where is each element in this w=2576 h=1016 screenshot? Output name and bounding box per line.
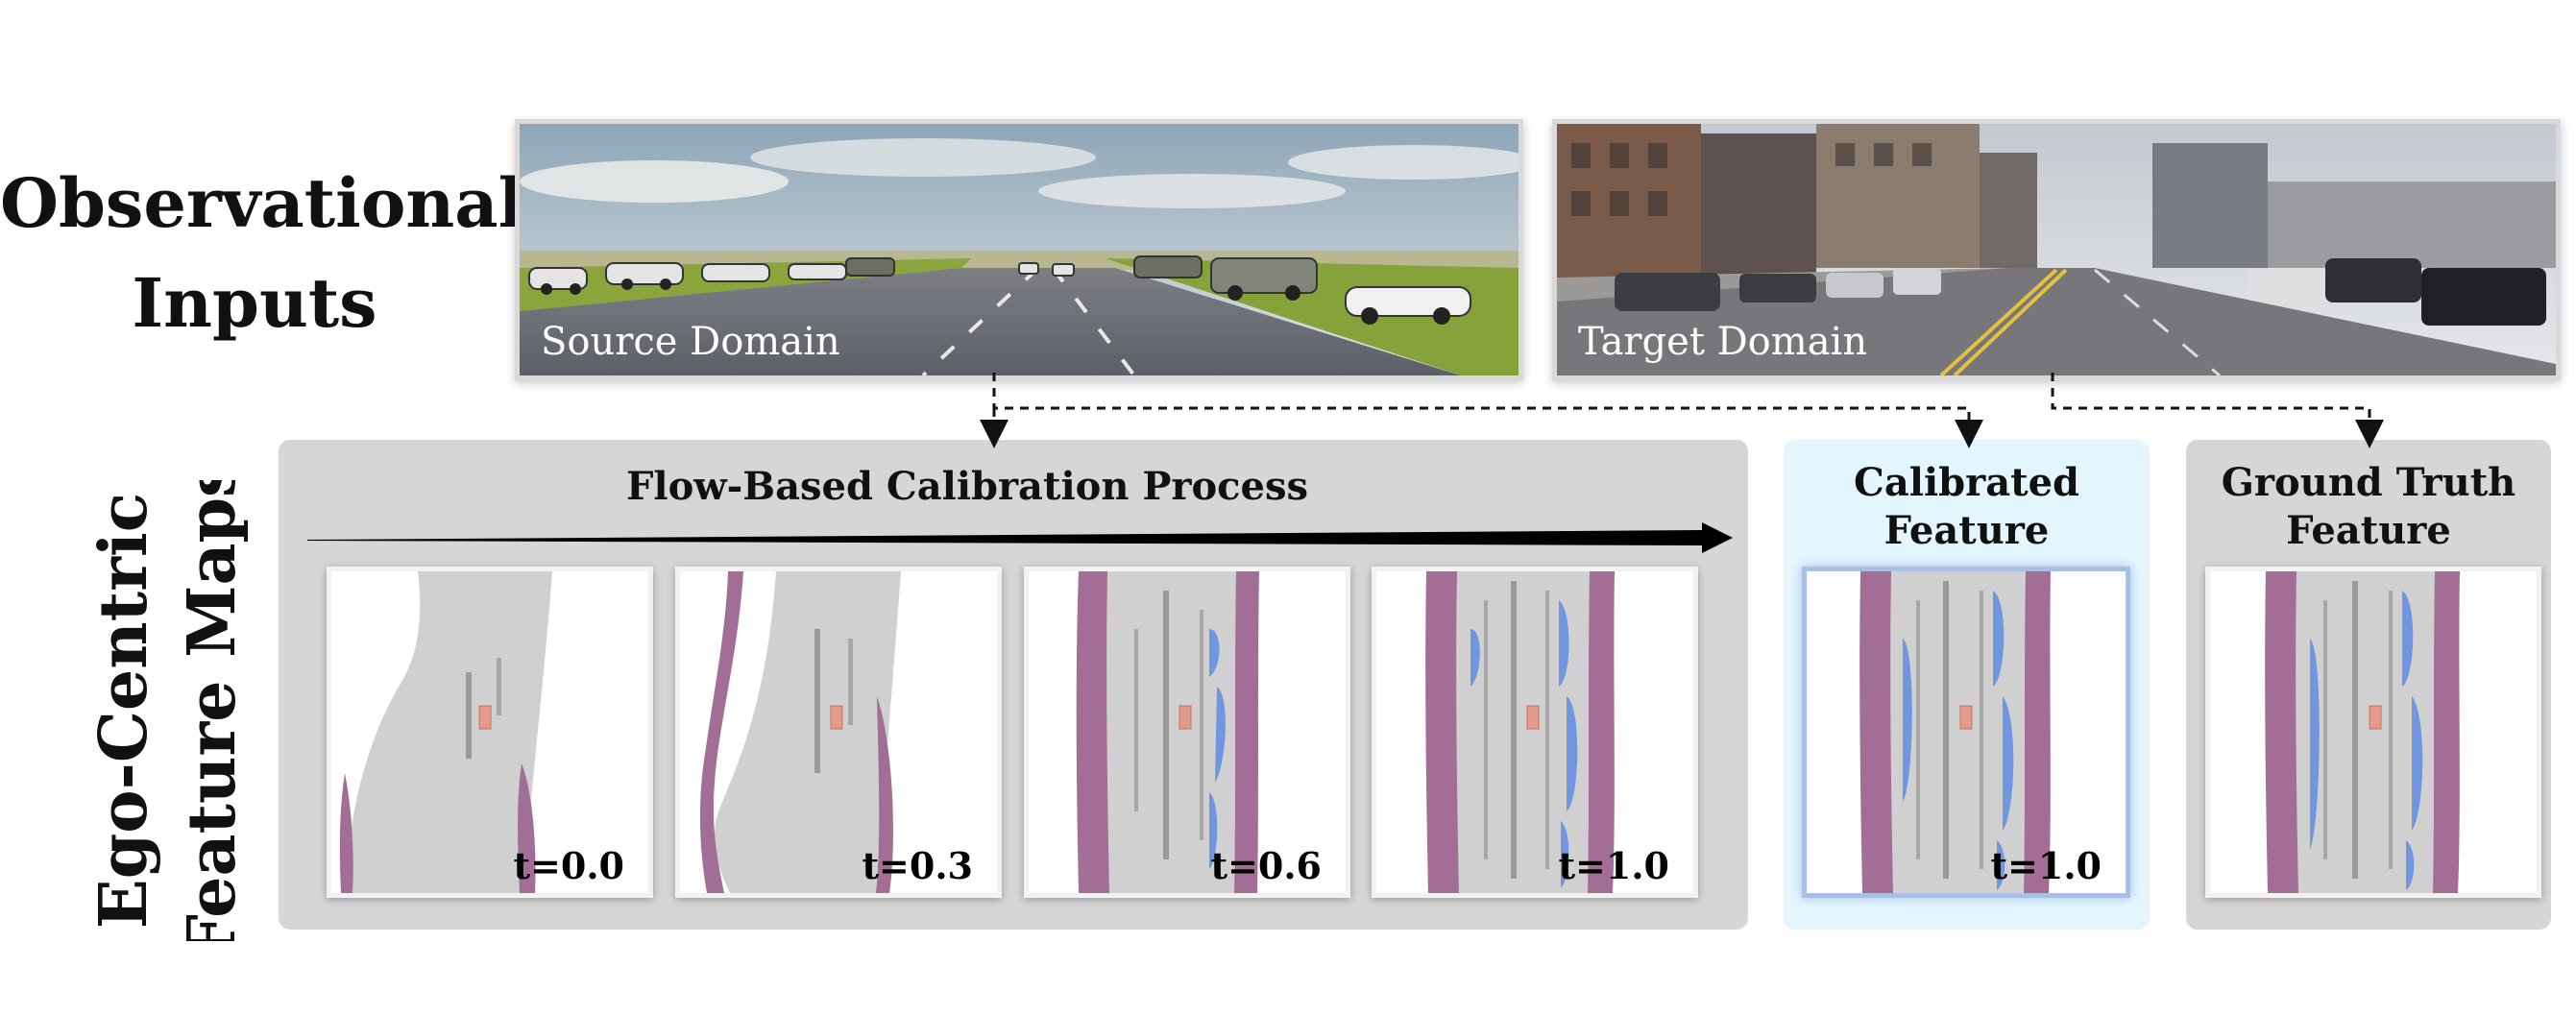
- ground-truth-feature-map: [2205, 567, 2541, 898]
- feature-map-t06: t=0.6: [1024, 567, 1350, 898]
- calibrated-title-line-1: Calibrated: [1854, 460, 2079, 505]
- source-to-flow-connector: [980, 373, 1983, 448]
- feature-map-t0: t=0.0: [327, 567, 653, 898]
- observational-inputs-line-2: Inputs: [132, 263, 377, 343]
- calibrated-feature-map: t=1.0: [1802, 567, 2130, 898]
- ego-centric-feature-maps-title: Ego-Centric Feature Maps: [69, 461, 261, 961]
- target-to-ground-truth-connector: [2051, 373, 2384, 448]
- flow-calibration-title: Flow-Based Calibration Process: [625, 464, 1309, 509]
- target-domain-image: Target Domain: [1552, 119, 2561, 380]
- target-domain-label: Target Domain: [1578, 320, 1867, 364]
- ground-truth-title-line-1: Ground Truth: [2221, 460, 2516, 505]
- feature-map-t0-label: t=0.0: [513, 844, 624, 887]
- ground-truth-title-line-2: Feature: [2286, 508, 2451, 553]
- calibrated-feature-title: Calibrated Feature: [1784, 459, 2150, 555]
- feature-map-t03: t=0.3: [675, 567, 1002, 898]
- ego-centric-line-2: Feature Maps: [174, 480, 251, 941]
- source-domain-label: Source Domain: [541, 320, 840, 364]
- calibrated-feature-label: t=1.0: [1990, 844, 2102, 887]
- ground-truth-title: Ground Truth Feature: [2186, 459, 2551, 555]
- feature-map-t06-label: t=0.6: [1210, 844, 1322, 887]
- ego-centric-line-1: Ego-Centric: [85, 493, 162, 929]
- observational-inputs-line-1: Observational: [0, 163, 524, 243]
- feature-map-t10-label: t=1.0: [1558, 844, 1669, 887]
- calibrated-title-line-2: Feature: [1883, 508, 2050, 553]
- feature-map-t03-label: t=0.3: [862, 844, 973, 887]
- source-domain-image: Source Domain: [515, 119, 1523, 380]
- observational-inputs-title: Observational Inputs: [0, 154, 524, 353]
- feature-map-t10: t=1.0: [1372, 567, 1698, 898]
